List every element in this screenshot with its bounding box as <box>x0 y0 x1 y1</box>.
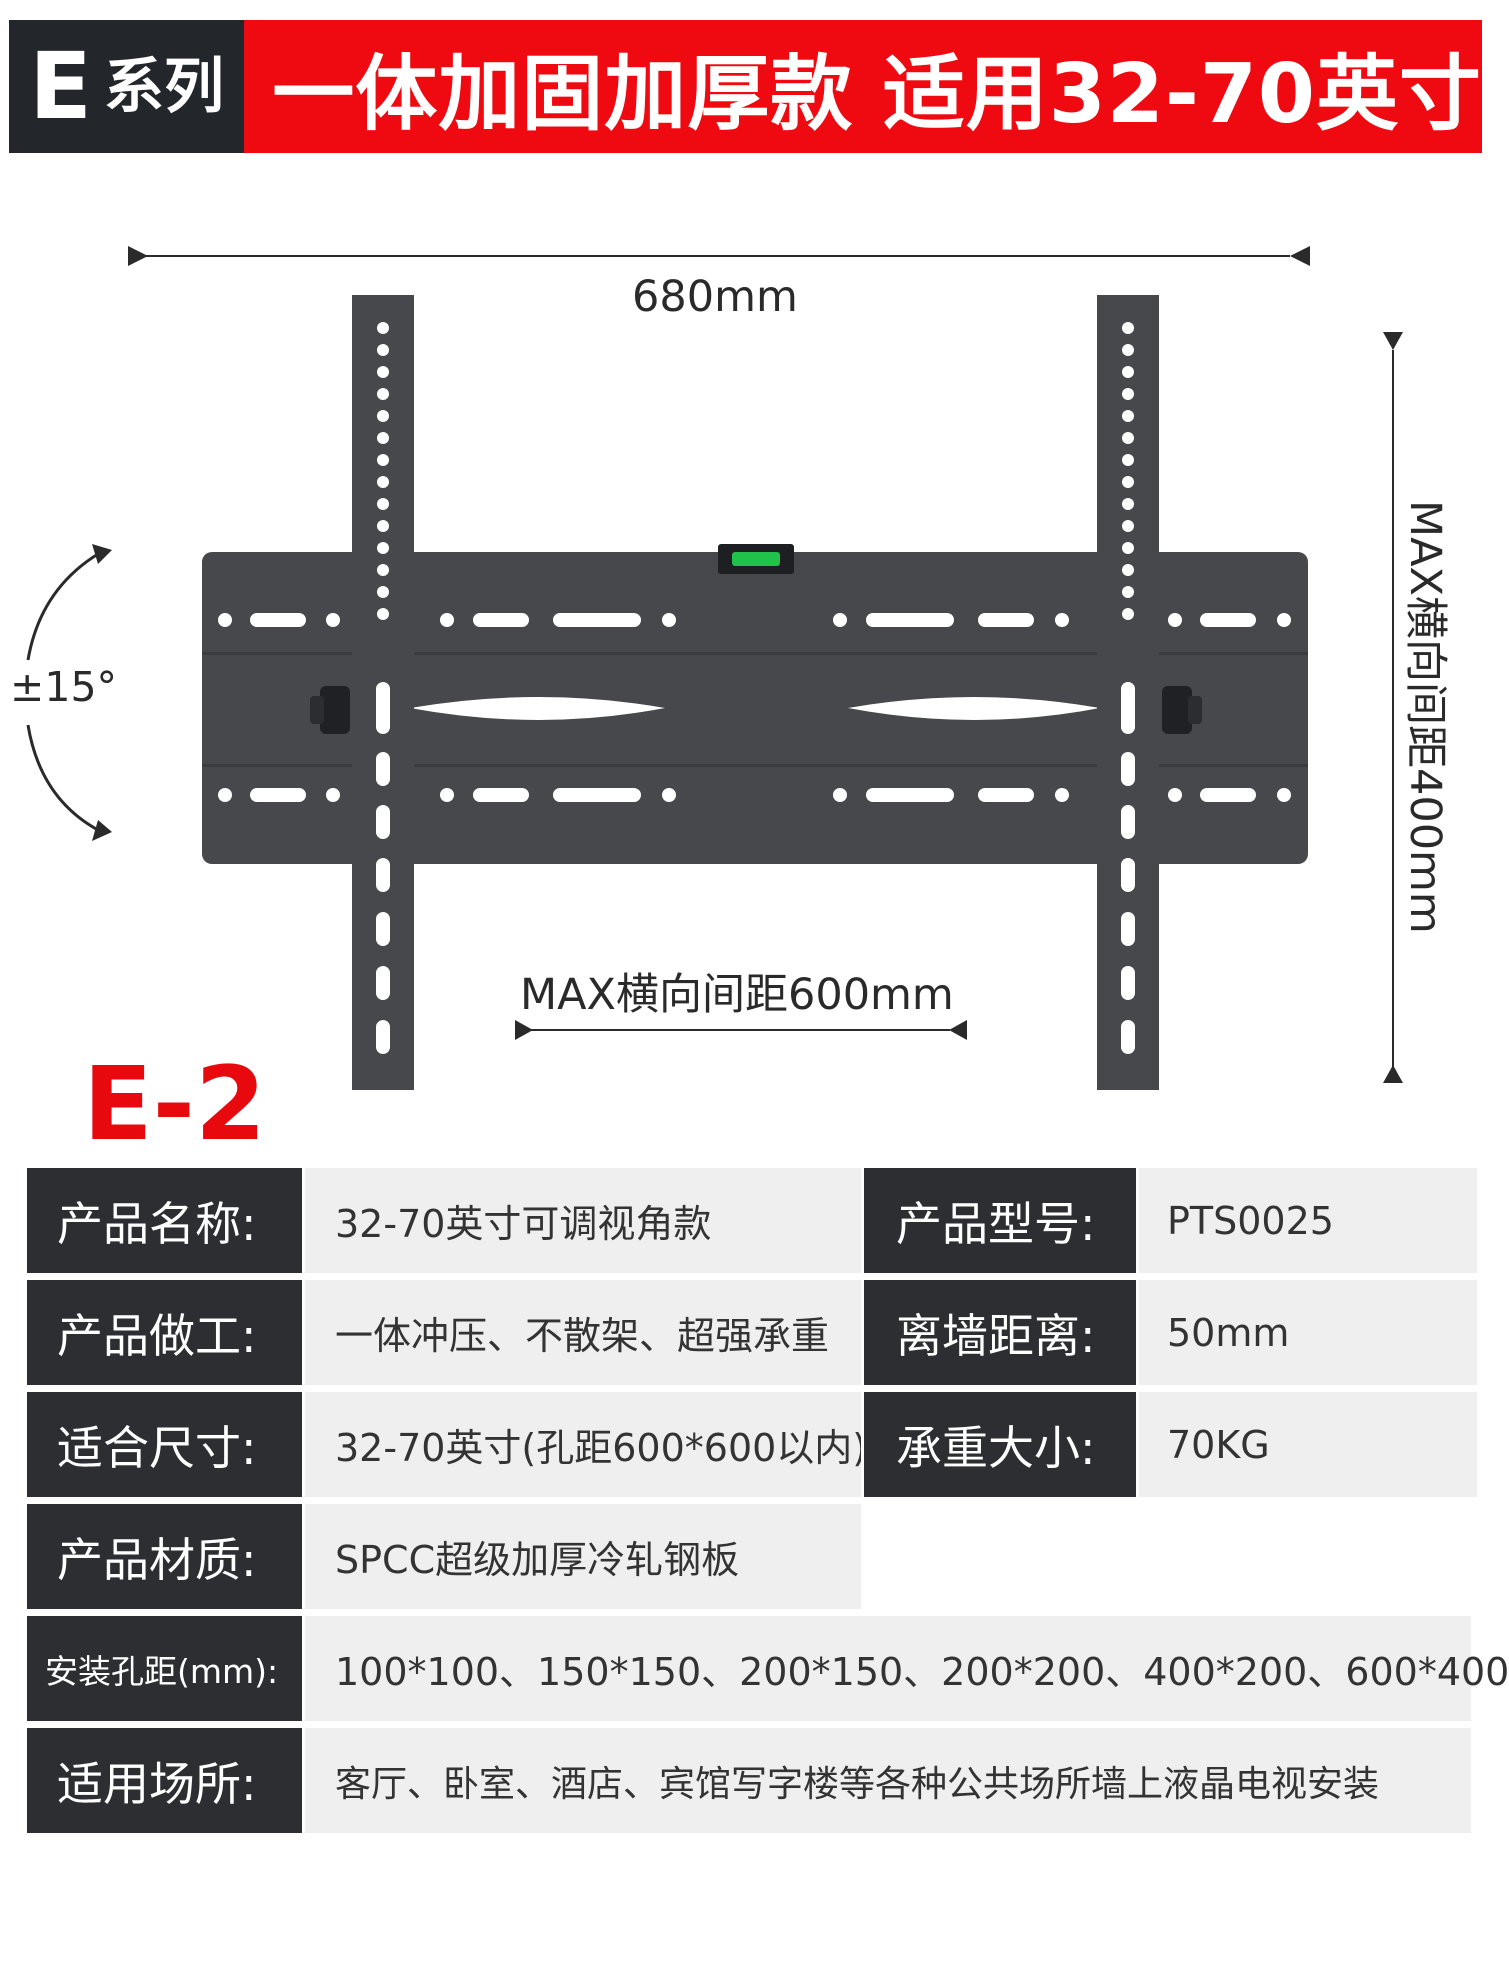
spec-value: 70KG <box>1139 1392 1477 1497</box>
tilt-label: ±15° <box>10 663 118 711</box>
spec-value: 一体冲压、不散架、超强承重 <box>305 1280 861 1385</box>
bracket-drawing <box>26 246 1403 1090</box>
spec-row: 安装孔距(mm): 100*100、150*150、200*150、200*20… <box>27 1616 1509 1721</box>
spec-value: 50mm <box>1139 1280 1477 1385</box>
tilt-knob-right <box>1162 686 1202 734</box>
spec-key: 适合尺寸: <box>27 1392 302 1497</box>
series-label: 系列 <box>104 51 225 122</box>
headline: 一体加固加厚款 适用32-70英寸 <box>244 20 1482 153</box>
spec-value: SPCC超级加厚冷轧钢板 <box>305 1504 861 1609</box>
spec-value: 100*100、150*150、200*150、200*200、400*200、… <box>305 1616 1509 1721</box>
max-vertical-spacing-label: MAX横向间距400mm <box>1400 500 1450 934</box>
spec-row: 产品做工: 一体冲压、不散架、超强承重 离墙距离: 50mm <box>27 1280 1477 1385</box>
width-label: 680mm <box>632 272 798 322</box>
spec-key: 适用场所: <box>27 1728 302 1833</box>
spec-row: 产品材质: SPCC超级加厚冷轧钢板 <box>27 1504 861 1609</box>
bubble-level-icon <box>718 544 794 574</box>
vertical-arm-left <box>352 295 414 1090</box>
width-dimension-line <box>128 246 1310 266</box>
title-banner: E 系列 一体加固加厚款 适用32-70英寸 <box>9 20 1482 153</box>
height-dimension-line <box>1383 332 1403 1083</box>
series-badge: E 系列 <box>9 20 245 153</box>
bracket-diagram: 680mm ±15° MAX横向间距400mm MAX横向间距600mm <box>0 200 1500 1140</box>
spec-value: 客厅、卧室、酒店、宾馆写字楼等各种公共场所墙上液晶电视安装 <box>305 1728 1471 1833</box>
spec-key: 产品型号: <box>864 1168 1136 1273</box>
spec-value: 32-70英寸(孔距600*600以内) <box>305 1392 867 1497</box>
model-label: E-2 <box>83 1045 266 1164</box>
series-letter: E <box>29 32 93 140</box>
tilt-arrow-icon <box>26 552 99 832</box>
spec-key: 产品材质: <box>27 1504 302 1609</box>
spec-key: 产品名称: <box>27 1168 302 1273</box>
spec-row: 产品名称: 32-70英寸可调视角款 产品型号: PTS0025 <box>27 1168 1477 1273</box>
max-horizontal-spacing-label: MAX横向间距600mm <box>520 970 954 1020</box>
spec-key: 安装孔距(mm): <box>27 1616 302 1721</box>
horizontal-spacing-line <box>515 1020 967 1040</box>
spec-row: 适合尺寸: 32-70英寸(孔距600*600以内) 承重大小: 70KG <box>27 1392 1477 1497</box>
spec-row: 适用场所: 客厅、卧室、酒店、宾馆写字楼等各种公共场所墙上液晶电视安装 <box>27 1728 1471 1833</box>
spec-value: PTS0025 <box>1139 1168 1477 1273</box>
vertical-arm-right <box>1097 295 1159 1090</box>
spec-key: 产品做工: <box>27 1280 302 1385</box>
tilt-knob-left <box>310 686 350 734</box>
spec-value: 32-70英寸可调视角款 <box>305 1168 861 1273</box>
spec-key: 承重大小: <box>864 1392 1136 1497</box>
wall-plate <box>202 552 1308 864</box>
spec-key: 离墙距离: <box>864 1280 1136 1385</box>
